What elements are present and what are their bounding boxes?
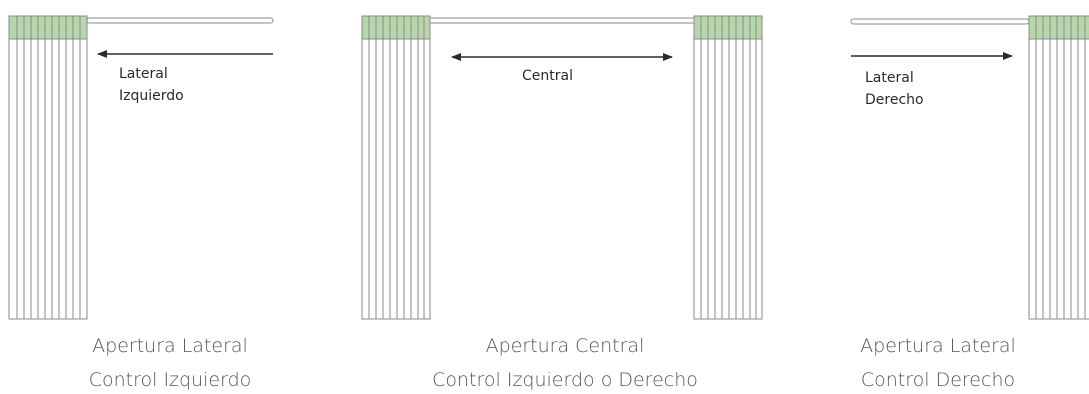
left-curtain-stack [8, 15, 88, 320]
right-flow-label-line2: Derecho [865, 92, 924, 108]
center-left-curtain-pleats [368, 16, 425, 319]
right-curtain-body [1028, 38, 1089, 320]
left-flow-label-line2: Izquierdo [119, 88, 184, 104]
right-rail [850, 18, 1030, 25]
center-rail [429, 17, 695, 24]
left-caption-title: Apertura Lateral [92, 335, 248, 357]
right-caption-subtitle: Control Derecho [860, 369, 1016, 391]
right-opening-group [850, 15, 1089, 320]
left-caption-subtitle: Control Izquierdo [88, 369, 252, 391]
right-curtain-header [1028, 15, 1089, 40]
center-caption-title: Apertura Central [485, 335, 645, 357]
center-right-curtain-stack [693, 15, 763, 320]
right-flow-label-line1: Lateral [865, 70, 914, 86]
center-left-curtain-header [361, 15, 431, 40]
left-rail [86, 17, 274, 24]
right-curtain-pleats [1035, 16, 1086, 319]
center-left-curtain-stack [361, 15, 431, 320]
center-caption-subtitle: Control Izquierdo o Derecho [432, 369, 698, 391]
left-curtain-pleats [16, 16, 81, 319]
center-opening-group [361, 15, 763, 320]
left-flow-label-line1: Lateral [119, 66, 168, 82]
left-curtain-header [8, 15, 88, 40]
center-left-curtain-body [361, 38, 431, 320]
right-caption-title: Apertura Lateral [860, 335, 1016, 357]
center-right-curtain-body [693, 38, 763, 320]
center-right-curtain-header [693, 15, 763, 40]
left-opening-group [8, 15, 274, 320]
right-curtain-stack [1028, 15, 1089, 320]
center-flow-label: Central [522, 68, 573, 84]
left-curtain-body [8, 38, 88, 320]
center-right-curtain-pleats [700, 16, 757, 319]
